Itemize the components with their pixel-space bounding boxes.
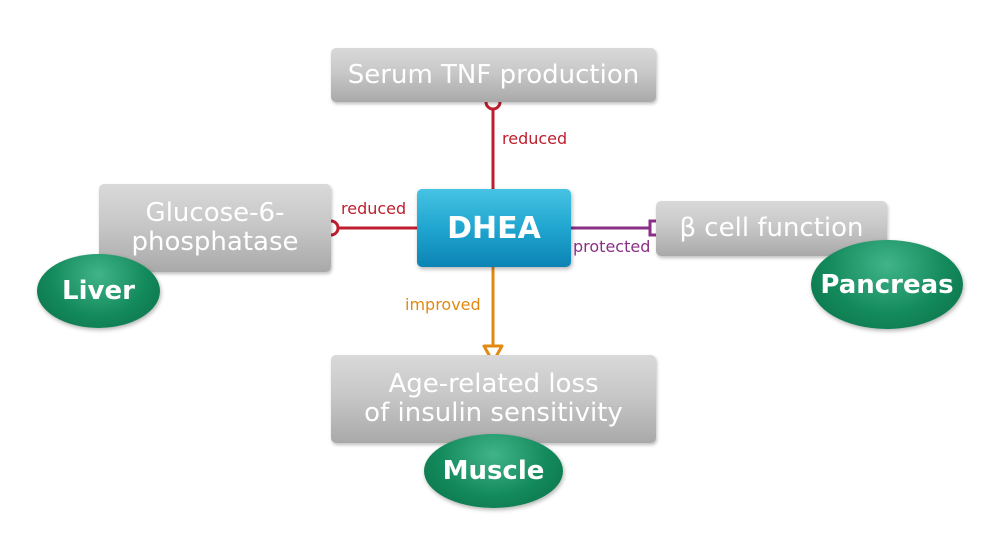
- edge-g6p-label: reduced: [341, 199, 407, 218]
- organ-pancreas-label: Pancreas: [820, 269, 954, 300]
- node-g6p-line2: phosphatase: [131, 227, 299, 257]
- organ-liver-label: Liver: [62, 276, 135, 306]
- node-serum-tnf: Serum TNF production: [331, 48, 656, 102]
- organ-liver: Liver: [37, 254, 160, 328]
- node-insulin-line2: of insulin sensitivity: [364, 398, 623, 428]
- edge-insulin-label: improved: [405, 295, 481, 314]
- organ-muscle-label: Muscle: [442, 456, 545, 486]
- node-insulin-line1: Age-related loss: [388, 369, 599, 399]
- node-glucose-6-phosphatase: Glucose-6- phosphatase: [99, 184, 331, 272]
- edge-beta-label: protected: [573, 237, 651, 256]
- node-insulin-sensitivity: Age-related loss of insulin sensitivity: [331, 355, 656, 443]
- node-g6p-line1: Glucose-6-: [145, 198, 285, 228]
- node-serum-tnf-label: Serum TNF production: [347, 59, 640, 90]
- organ-pancreas: Pancreas: [811, 240, 963, 329]
- node-beta-label: β cell function: [679, 213, 864, 243]
- organ-muscle: Muscle: [424, 434, 563, 508]
- edge-insulin-arrowhead: [482, 344, 504, 364]
- node-dhea: DHEA: [417, 189, 571, 267]
- node-dhea-label: DHEA: [447, 210, 541, 246]
- edge-tnf-label: reduced: [502, 129, 568, 148]
